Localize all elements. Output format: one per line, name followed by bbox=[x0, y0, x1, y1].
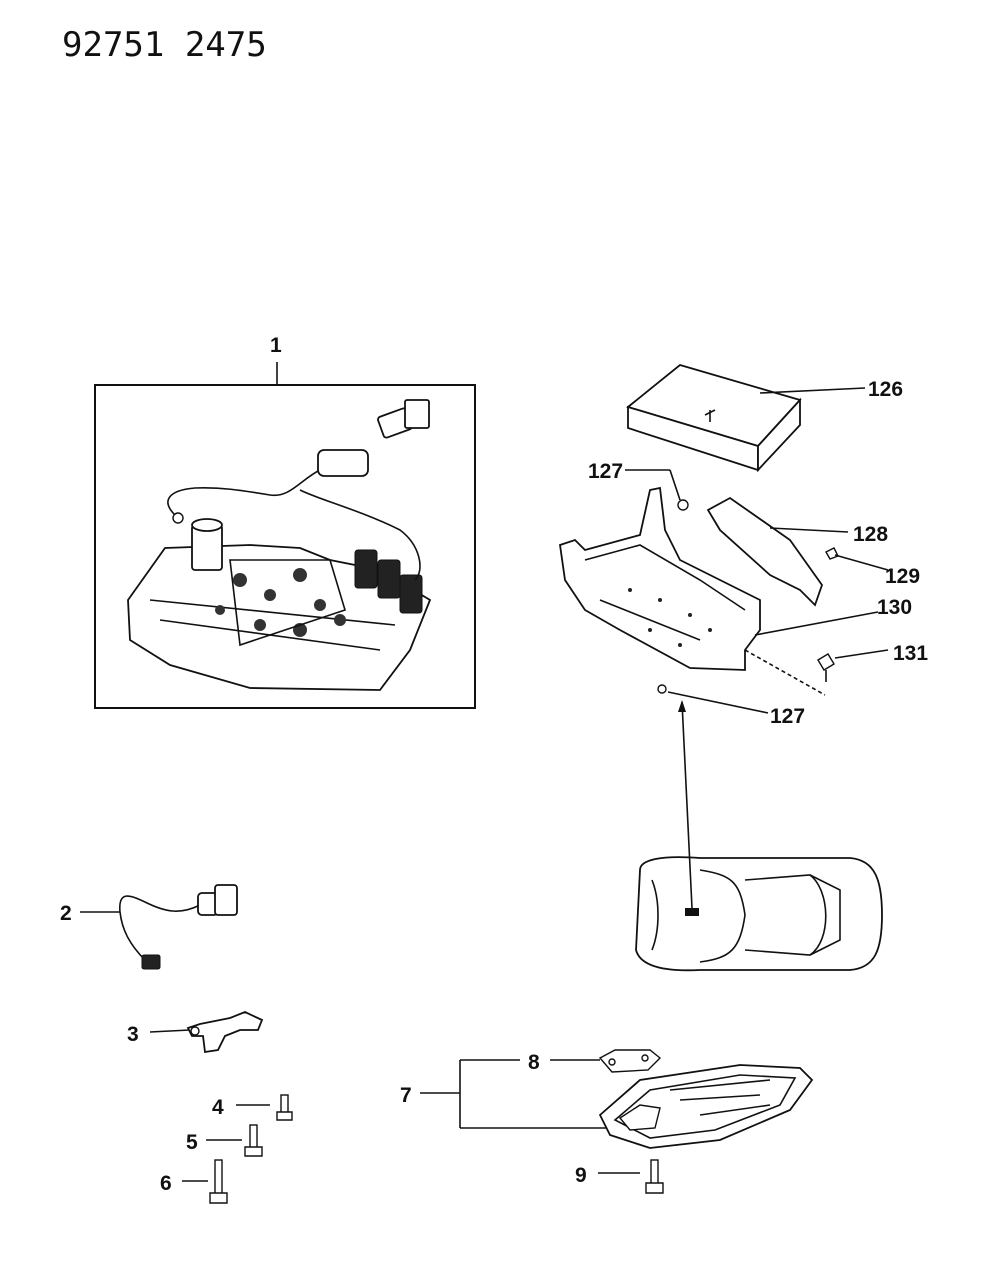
callout-7: 7 bbox=[400, 1084, 412, 1107]
callout-6: 6 bbox=[160, 1172, 172, 1195]
part-6-bolt bbox=[182, 1159, 228, 1204]
part-1-valve-body-assembly bbox=[94, 362, 476, 709]
part-131-bolt bbox=[744, 649, 889, 696]
part-127-upper-clip bbox=[625, 469, 689, 511]
callout-131: 131 bbox=[893, 642, 928, 665]
callout-127-lower: 127 bbox=[770, 705, 805, 728]
part-8-gasket bbox=[550, 1049, 662, 1073]
callout-130: 130 bbox=[877, 596, 912, 619]
callout-2: 2 bbox=[60, 902, 72, 925]
callout-126: 126 bbox=[868, 378, 903, 401]
part-129-screw bbox=[825, 547, 889, 571]
callout-8: 8 bbox=[528, 1051, 540, 1074]
callout-128: 128 bbox=[853, 523, 888, 546]
part-9-bolt bbox=[598, 1159, 664, 1194]
part-2-sensor-harness bbox=[80, 884, 238, 970]
callout-5: 5 bbox=[186, 1131, 198, 1154]
part-126-control-unit bbox=[626, 364, 866, 473]
part-130-mounting-bracket bbox=[559, 486, 879, 671]
vehicle-location-view bbox=[635, 700, 883, 972]
part-127-lower-clip bbox=[657, 684, 769, 714]
diagram-number: 92751 2475 bbox=[62, 25, 267, 65]
part-128-bracket-cover bbox=[706, 496, 849, 607]
callout-4: 4 bbox=[212, 1096, 224, 1119]
callout-129: 129 bbox=[885, 565, 920, 588]
part-7-strainer bbox=[420, 1059, 814, 1149]
part-4-bolt bbox=[236, 1094, 293, 1121]
callout-1: 1 bbox=[270, 334, 282, 357]
callout-3: 3 bbox=[127, 1023, 139, 1046]
callout-127-upper: 127 bbox=[588, 460, 623, 483]
callout-9: 9 bbox=[575, 1164, 587, 1187]
part-3-sensor bbox=[149, 1011, 264, 1054]
part-5-bolt bbox=[206, 1124, 263, 1157]
